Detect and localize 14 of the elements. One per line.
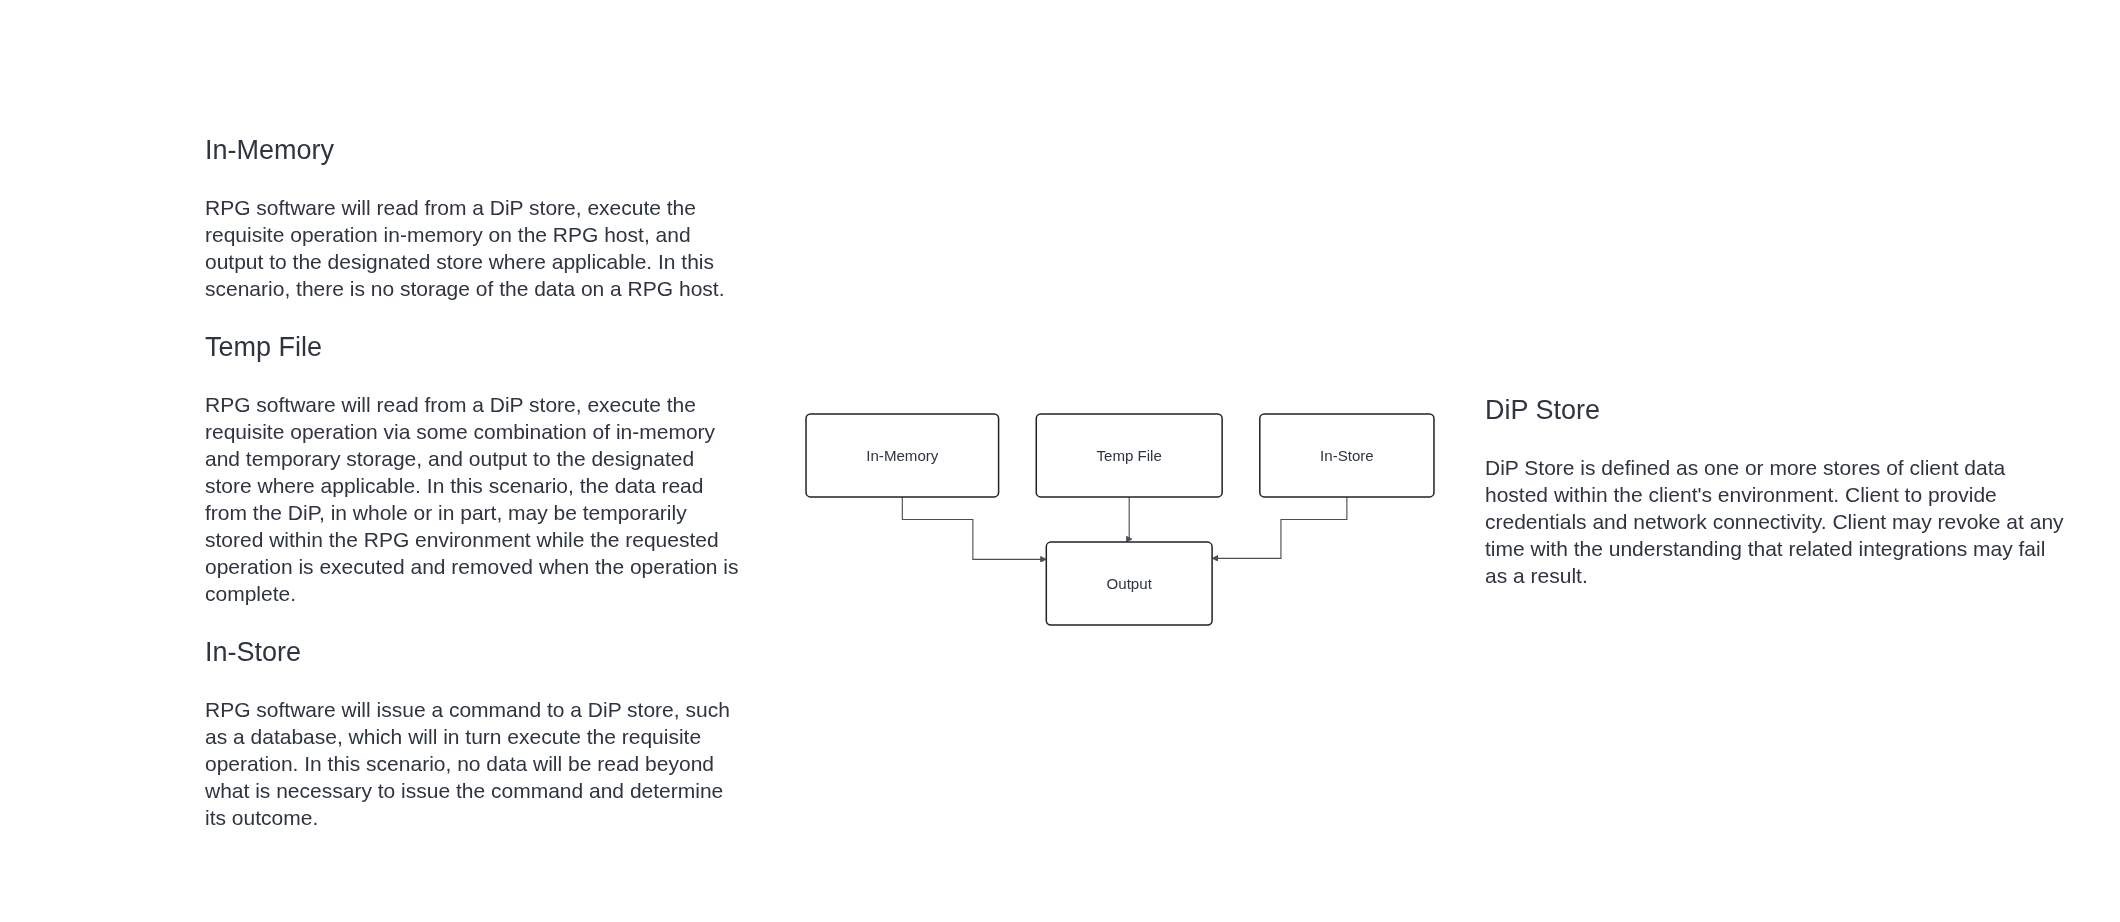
- node-box: Temp File: [1035, 413, 1223, 499]
- node-box: Output: [1045, 541, 1213, 627]
- arrow: [1125, 496, 1133, 543]
- node-box: In-Memory: [805, 413, 1000, 499]
- section-heading: In-Store: [205, 637, 303, 668]
- section-heading: In-Memory: [205, 135, 335, 166]
- section-heading: Temp File: [205, 332, 324, 363]
- description-text: RPG software will read from a DiP store, execute the requisite operation in-memory on the RPG host, and output to the designated store where applicable. In this scenario, there is no storage of the data on a RPG host.: [205, 195, 726, 302]
- description-text: RPG software will read from a DiP store, execute the requisite operation via some combination of in-memory and temporary storage, and output to the designated store where applicable. In this scenario, the data read from the DiP, in whole or in part, may be temporarily stored within the RPG environment while the requested operation is executed and removed when the operation is complete.: [205, 392, 740, 607]
- description-text: RPG software will issue a command to a DiP store, such as a database, which will in turn execute the requisite operation. In this scenario, no data will be read beyond what is necessary to issue the command and determine its outcome.: [205, 697, 731, 831]
- arrow: [901, 496, 1047, 564]
- description-text: DiP Store is defined as one or more stores of client data hosted within the client's environment. Client to provide credentials and network connectivity. Client may revoke at any time with the understanding that related integrations may fail as a result.: [1485, 455, 2065, 589]
- section-heading: DiP Store: [1485, 395, 1602, 426]
- node-box: In-Store: [1259, 413, 1435, 499]
